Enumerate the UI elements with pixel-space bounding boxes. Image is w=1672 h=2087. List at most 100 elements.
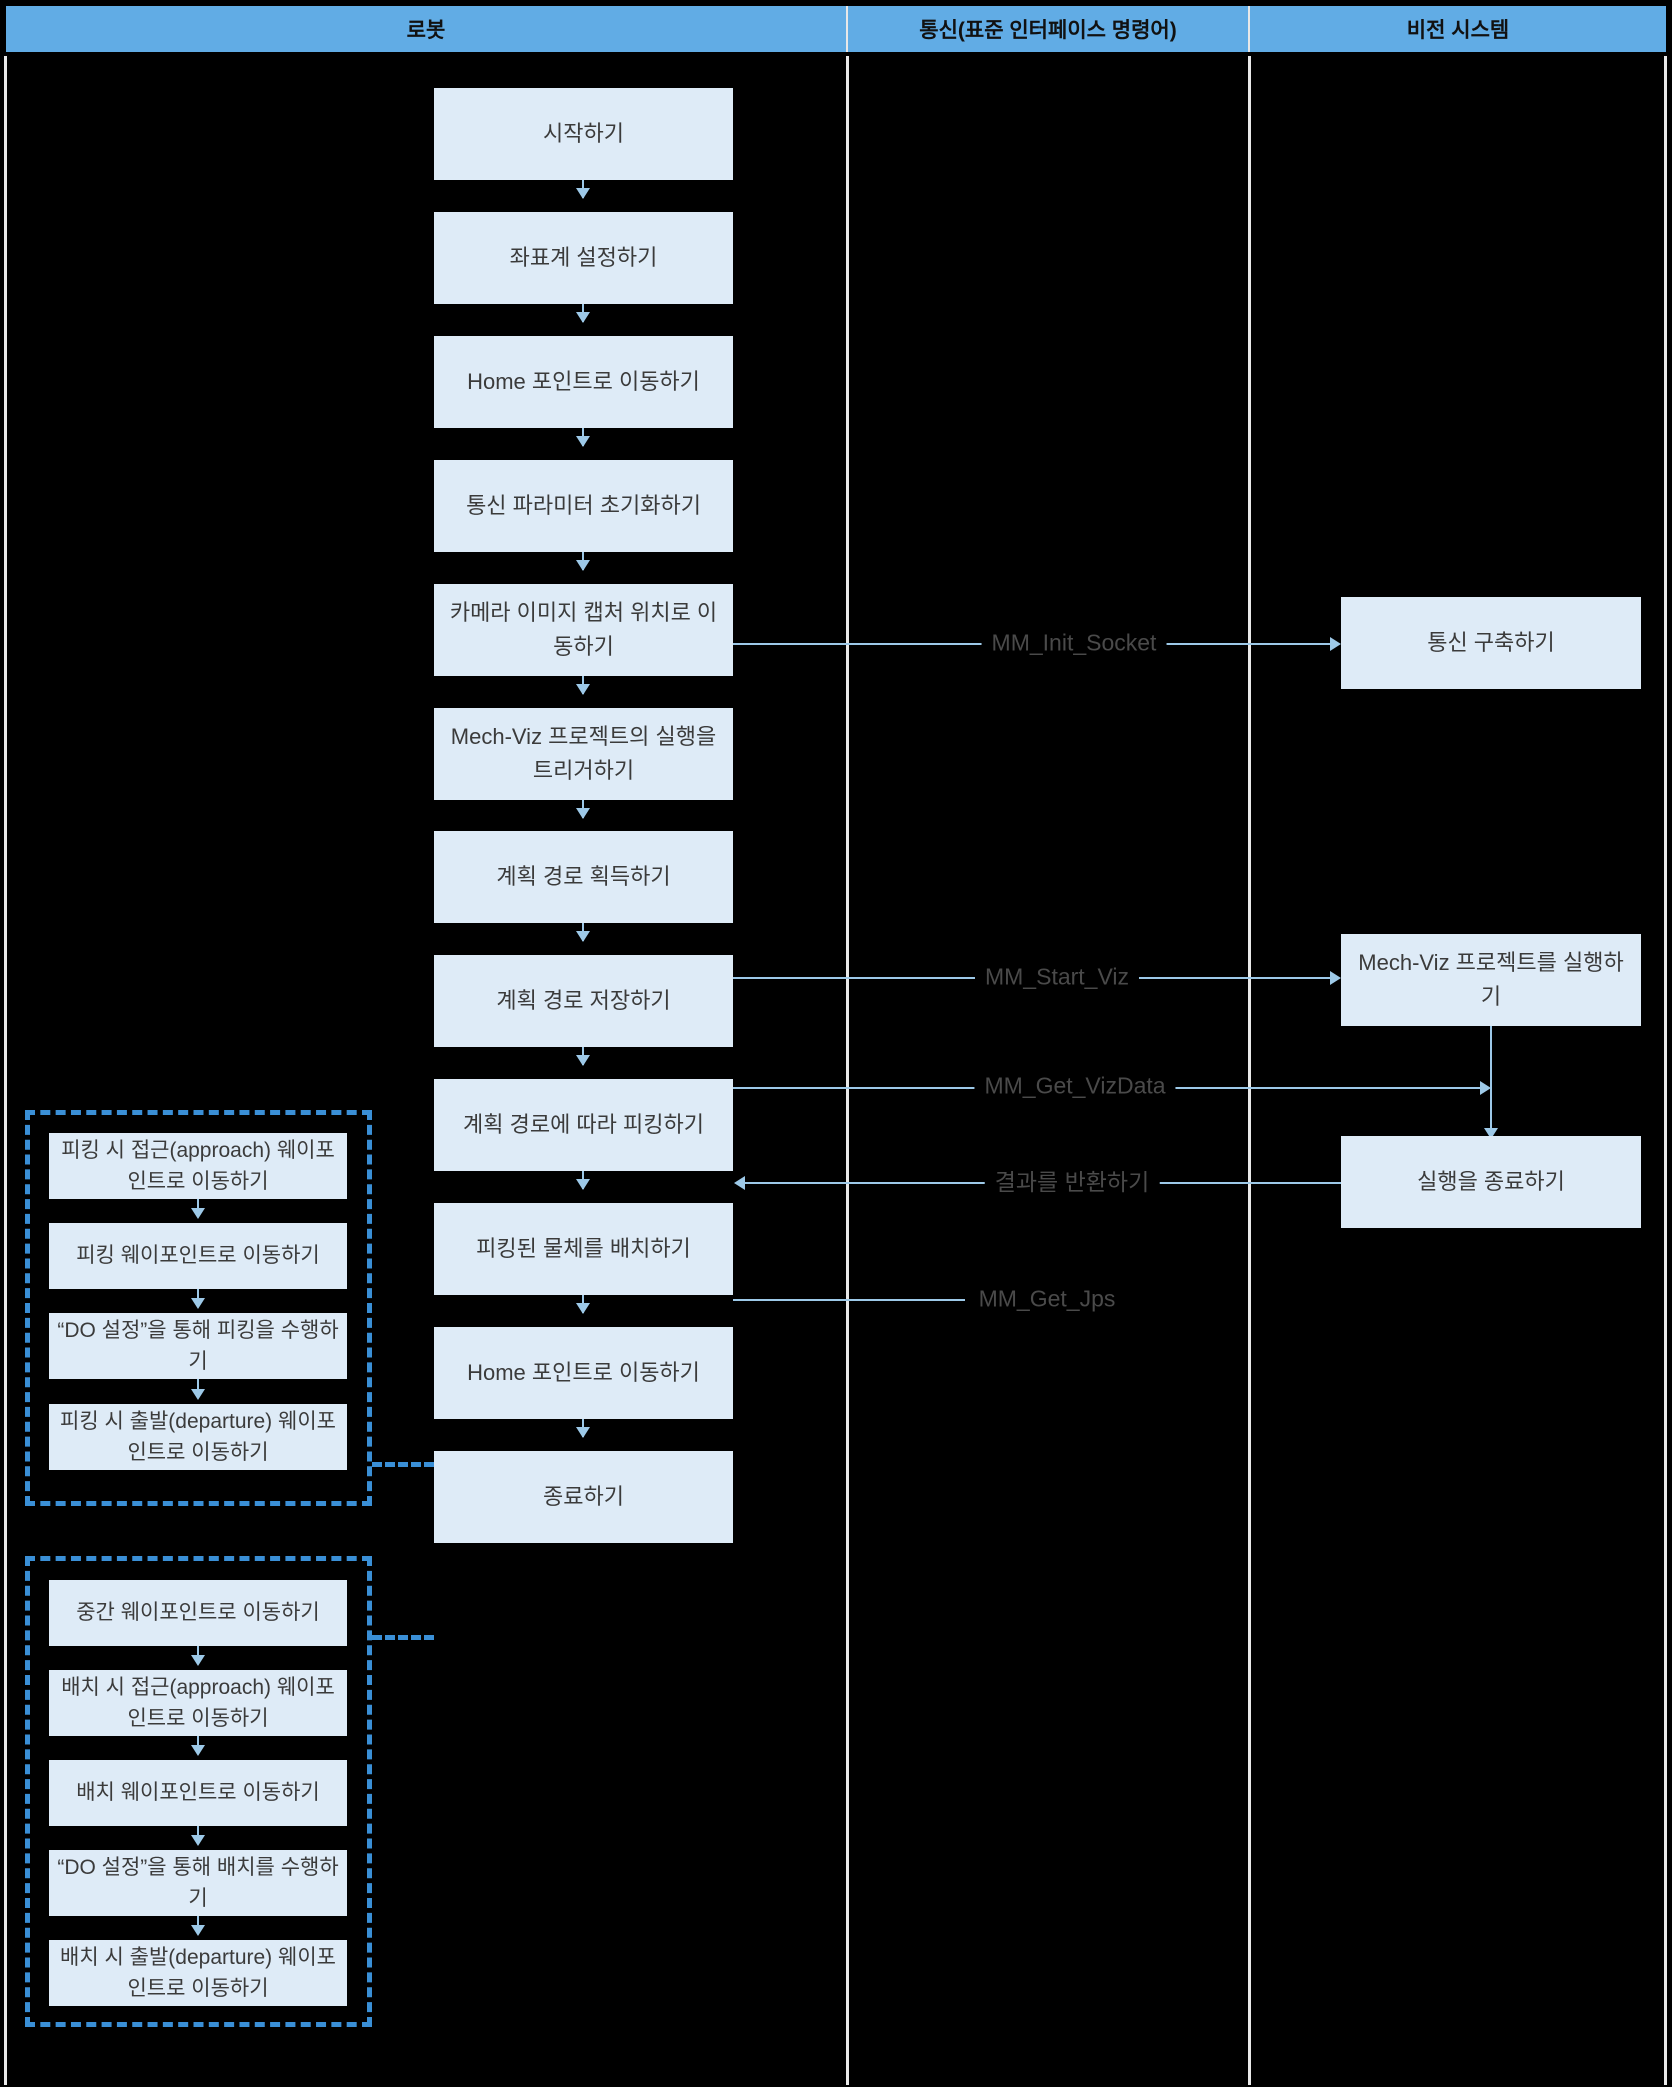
connector-pick-do-to-departure [197, 1379, 199, 1393]
process-box-pick-path-label: 계획 경로에 따라 피킹하기 [463, 1111, 704, 1137]
process-box-place-departure-label: 배치 시 출발(departure) 웨이포인트로 이동하기 [60, 1945, 336, 2001]
arrowhead-start-viz [1330, 971, 1341, 985]
process-box-pick-do-label: “DO 설정”을 통해 피킹을 수행하기 [57, 1318, 339, 1374]
swimlane-divider-comm-vision [1248, 56, 1251, 2085]
arrowhead-place-approach [191, 1655, 205, 1666]
process-box-pick-departure[interactable]: 피킹 시 출발(departure) 웨이포인트로 이동하기 [49, 1404, 347, 1470]
process-box-home-2-label: Home 포인트로 이동하기 [467, 1359, 700, 1385]
arrowhead-save-path [576, 931, 590, 942]
arrowhead-place-waypoint [191, 1745, 205, 1756]
dashed-link-place-group-to-place-object [372, 1635, 434, 1640]
arrowhead-place-do [191, 1835, 205, 1846]
arrowhead-init-comm [576, 436, 590, 447]
process-box-start-label: 시작하기 [543, 120, 624, 146]
process-box-run-viz[interactable]: Mech-Viz 프로젝트를 실행하기 [1341, 934, 1641, 1026]
process-box-get-path-label: 계획 경로 획득하기 [496, 863, 671, 889]
process-box-end-label: 종료하기 [543, 1483, 624, 1509]
process-box-set-frame-label: 좌표계 설정하기 [509, 244, 658, 270]
process-box-init-comm-label: 통신 파라미터 초기화하기 [466, 492, 701, 518]
arrowhead-pick-do [191, 1298, 205, 1309]
swimlane-header-robot: 로봇 [6, 6, 848, 52]
process-box-pick-approach-label: 피킹 시 접근(approach) 웨이포인트로 이동하기 [61, 1138, 335, 1194]
process-box-home-1-label: Home 포인트로 이동하기 [467, 368, 700, 394]
process-box-home-2[interactable]: Home 포인트로 이동하기 [434, 1327, 733, 1419]
process-box-save-path[interactable]: 계획 경로 저장하기 [434, 955, 733, 1047]
swimlane-header: 로봇 통신(표준 인터페이스 명령어) 비전 시스템 [6, 6, 1666, 52]
arrowhead-end-run [1484, 1128, 1498, 1139]
arrowhead-home2 [576, 1303, 590, 1314]
process-box-place-departure[interactable]: 배치 시 출발(departure) 웨이포인트로 이동하기 [49, 1940, 347, 2006]
process-box-place-do[interactable]: “DO 설정”을 통해 배치를 수행하기 [49, 1850, 347, 1916]
process-box-home-1[interactable]: Home 포인트로 이동하기 [434, 336, 733, 428]
arrowhead-init-socket [1330, 637, 1341, 651]
swimlane-header-vision: 비전 시스템 [1250, 6, 1666, 52]
process-box-place-approach[interactable]: 배치 시 접근(approach) 웨이포인트로 이동하기 [49, 1670, 347, 1736]
process-box-place-do-label: “DO 설정”을 통해 배치를 수행하기 [57, 1855, 339, 1911]
process-box-build-comm[interactable]: 통신 구축하기 [1341, 597, 1641, 689]
arrowhead-get-path [576, 808, 590, 819]
message-label-return-result: 결과를 반환하기 [984, 1163, 1160, 1197]
connector-place-do-to-departure [197, 1916, 199, 1930]
connector-pick-approach-to-waypoint [197, 1199, 199, 1213]
arrowhead-pick-path [576, 1055, 590, 1066]
process-box-run-viz-label: Mech-Viz 프로젝트를 실행하기 [1358, 949, 1624, 1009]
dashed-link-pick-group-to-pick-path [372, 1462, 434, 1467]
process-box-mid-waypoint-label: 중간 웨이포인트로 이동하기 [76, 1601, 320, 1625]
swimlane-header-communication: 통신(표준 인터페이스 명령어) [848, 6, 1250, 52]
connector-pick-waypoint-to-do [197, 1289, 199, 1303]
swimlane-divider-right [1664, 56, 1667, 2085]
process-box-end-run[interactable]: 실행을 종료하기 [1341, 1136, 1641, 1228]
connector-place-approach-to-waypoint [197, 1736, 199, 1750]
arrowhead-pick-departure [191, 1389, 205, 1400]
process-box-place-object-label: 피킹된 물체를 배치하기 [476, 1235, 691, 1261]
process-box-init-comm[interactable]: 통신 파라미터 초기화하기 [434, 460, 733, 552]
process-box-mid-waypoint[interactable]: 중간 웨이포인트로 이동하기 [49, 1580, 347, 1646]
arrowhead-place-departure [191, 1925, 205, 1936]
process-box-end-run-label: 실행을 종료하기 [1417, 1168, 1565, 1194]
process-box-build-comm-label: 통신 구축하기 [1427, 629, 1555, 655]
connector-run-viz-to-end-run [1490, 1026, 1492, 1138]
subprocess-group-placing [25, 1556, 372, 2027]
process-box-move-capture-label: 카메라 이미지 캡처 위치로 이동하기 [449, 599, 718, 659]
process-box-place-waypoint[interactable]: 배치 웨이포인트로 이동하기 [49, 1760, 347, 1826]
swimlane-header-communication-label: 통신(표준 인터페이스 명령어) [919, 19, 1177, 42]
swimlane-divider-robot-comm [846, 56, 849, 2085]
message-label-init-socket: MM_Init_Socket [981, 629, 1167, 657]
arrowhead-end [576, 1427, 590, 1438]
connector-place-waypoint-to-do [197, 1826, 199, 1840]
process-box-pick-approach[interactable]: 피킹 시 접근(approach) 웨이포인트로 이동하기 [49, 1133, 347, 1199]
process-box-trigger-viz[interactable]: Mech-Viz 프로젝트의 실행을 트리거하기 [434, 708, 733, 800]
process-box-end[interactable]: 종료하기 [434, 1451, 733, 1543]
arrowhead-set-frame [576, 188, 590, 199]
process-box-save-path-label: 계획 경로 저장하기 [496, 987, 671, 1013]
connector-mid-to-place-approach [197, 1646, 199, 1660]
process-box-trigger-viz-label: Mech-Viz 프로젝트의 실행을 트리거하기 [450, 723, 717, 783]
arrowhead-home1 [576, 312, 590, 323]
process-box-move-capture[interactable]: 카메라 이미지 캡처 위치로 이동하기 [434, 584, 733, 676]
arrowhead-trigger-viz [576, 684, 590, 695]
message-label-get-vizdata: MM_Get_VizData [974, 1072, 1176, 1100]
arrowhead-place-object [576, 1179, 590, 1190]
process-box-pick-departure-label: 피킹 시 출발(departure) 웨이포인트로 이동하기 [60, 1409, 336, 1465]
process-box-place-object[interactable]: 피킹된 물체를 배치하기 [434, 1203, 733, 1295]
process-box-pick-waypoint[interactable]: 피킹 웨이포인트로 이동하기 [49, 1223, 347, 1289]
swimlane-header-vision-label: 비전 시스템 [1406, 19, 1510, 42]
process-box-pick-do[interactable]: “DO 설정”을 통해 피킹을 수행하기 [49, 1313, 347, 1379]
process-box-pick-waypoint-label: 피킹 웨이포인트로 이동하기 [76, 1244, 320, 1268]
process-box-place-approach-label: 배치 시 접근(approach) 웨이포인트로 이동하기 [61, 1675, 335, 1731]
process-box-pick-path[interactable]: 계획 경로에 따라 피킹하기 [434, 1079, 733, 1171]
process-box-place-waypoint-label: 배치 웨이포인트로 이동하기 [76, 1781, 320, 1805]
arrowhead-pick-waypoint [191, 1208, 205, 1219]
message-line-get-jps [733, 1299, 965, 1301]
process-box-get-path[interactable]: 계획 경로 획득하기 [434, 831, 733, 923]
arrowhead-get-vizdata [1480, 1081, 1491, 1095]
swimlane-header-robot-label: 로봇 [406, 19, 446, 42]
arrowhead-return-result [734, 1176, 745, 1190]
swimlane-divider-left [4, 56, 7, 2085]
message-label-get-jps: MM_Get_Jps [968, 1285, 1126, 1313]
process-box-start[interactable]: 시작하기 [434, 88, 733, 180]
process-box-set-frame[interactable]: 좌표계 설정하기 [434, 212, 733, 304]
subprocess-group-picking [25, 1110, 372, 1506]
arrowhead-move-capture [576, 560, 590, 571]
message-label-start-viz: MM_Start_Viz [974, 963, 1140, 991]
